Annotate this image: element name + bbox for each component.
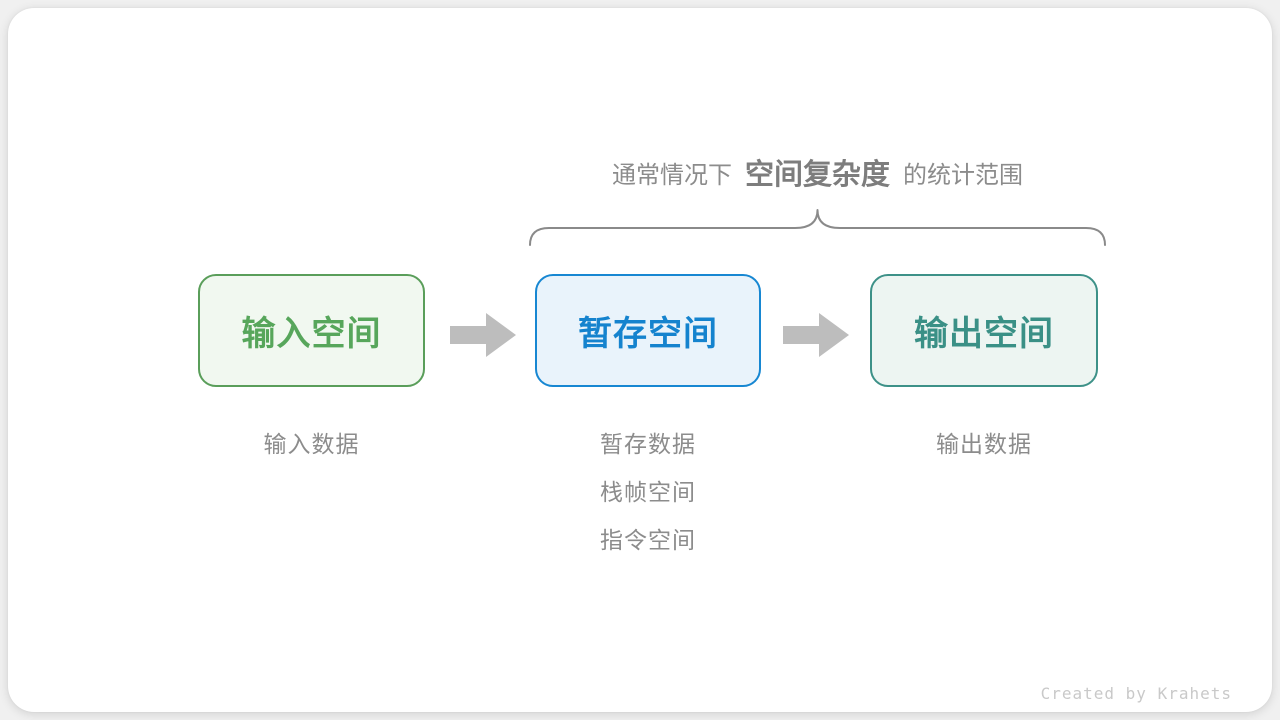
scope-brace [529, 209, 1106, 246]
node-input-space-label: 输入空间 [241, 315, 382, 353]
content-card: 通常情况下 空间复杂度 的统计范围 输入空间 暂存空间 输出空间 输入数据 暂存… [8, 8, 1272, 712]
scope-caption: 通常情况下 空间复杂度 的统计范围 [529, 150, 1106, 194]
sub-labels-temp: 暂存数据 栈帧空间 指令空间 [535, 420, 761, 564]
sub-label-output-data: 输出数据 [936, 431, 1032, 457]
node-temp-space: 暂存空间 [535, 274, 761, 387]
sub-labels-output: 输出数据 [870, 420, 1098, 468]
caption-emphasis: 空间复杂度 [744, 159, 890, 191]
node-output-space: 输出空间 [870, 274, 1098, 387]
arrow-right-icon [450, 313, 516, 357]
node-input-space: 输入空间 [198, 274, 425, 387]
sub-label-instruction-space: 指令空间 [600, 527, 696, 553]
sub-label-stack-frame-space: 栈帧空间 [600, 479, 696, 505]
sub-label-temp-data: 暂存数据 [600, 431, 696, 457]
arrow-right-icon [783, 313, 849, 357]
node-output-space-label: 输出空间 [914, 315, 1054, 353]
node-temp-space-label: 暂存空间 [578, 315, 718, 353]
credit-text: Created by Krahets [1040, 684, 1232, 703]
caption-suffix: 的统计范围 [903, 161, 1023, 189]
sub-labels-input: 输入数据 [198, 420, 425, 468]
sub-label-input-data: 输入数据 [263, 431, 360, 457]
caption-prefix: 通常情况下 [611, 161, 732, 189]
